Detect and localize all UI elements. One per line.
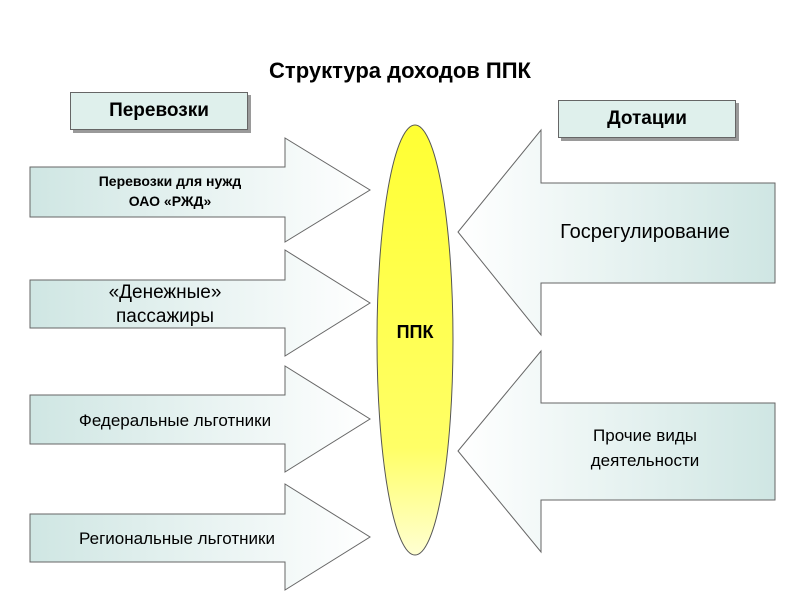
left-arrow-2: «Денежные» пассажиры xyxy=(29,249,371,357)
diagram-title: Структура доходов ППК xyxy=(269,58,531,83)
right-arrow-2-line-1: Прочие виды xyxy=(593,426,697,445)
left-arrow-3-line-1: Федеральные льготники xyxy=(79,411,271,430)
right-arrow-1-line-1: Госрегулирование xyxy=(560,221,730,243)
left-arrow-1-line-1: Перевозки для нужд xyxy=(99,173,242,189)
left-arrow-1-line-2: ОАО «РЖД» xyxy=(129,193,212,209)
right-arrow-2: Прочие виды деятельности xyxy=(457,349,776,554)
left-arrow-2-line-2: пассажиры xyxy=(116,306,214,327)
left-arrow-4-line-1: Региональные льготники xyxy=(79,529,275,548)
right-arrow-1: Госрегулирование xyxy=(457,128,776,337)
center-label: ППК xyxy=(397,322,435,342)
right-arrow-2-line-2: деятельности xyxy=(591,451,699,470)
left-arrow-3: Федеральные льготники xyxy=(29,365,371,473)
center-ellipse: ППК xyxy=(376,124,454,556)
header-subsidies: Дотации xyxy=(558,100,736,138)
left-arrow-4: Региональные льготники xyxy=(29,483,371,591)
header-transport: Перевозки xyxy=(70,92,248,130)
left-arrow-1: Перевозки для нужд ОАО «РЖД» xyxy=(29,137,371,243)
left-arrow-2-line-1: «Денежные» xyxy=(109,282,222,303)
